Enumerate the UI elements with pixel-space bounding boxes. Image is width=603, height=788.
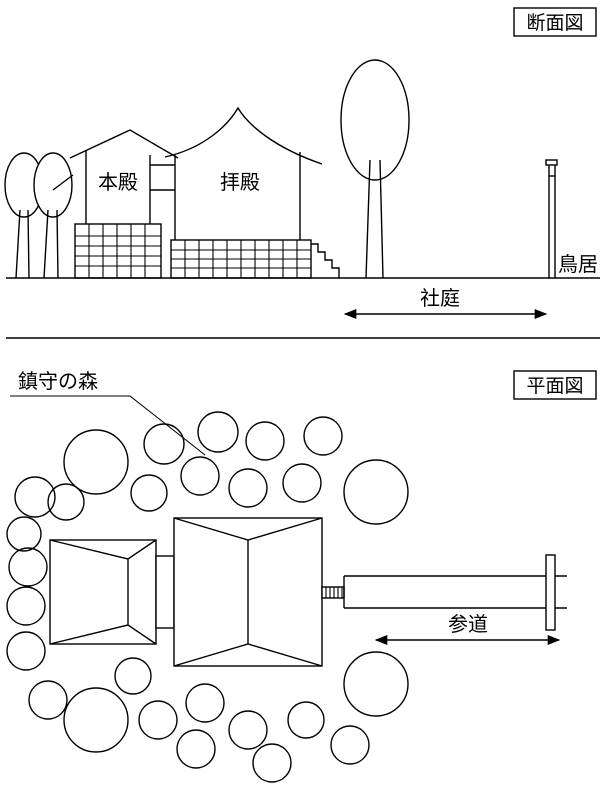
section-view: 断面図 本殿 拝殿 <box>4 7 600 320</box>
section-heading-box: 断面図 <box>513 7 597 37</box>
courtyard-extent: 社庭 <box>343 286 548 320</box>
forest-label-group: 鎮守の森 <box>10 369 206 456</box>
plan-view: 平面図 鎮守の森 <box>6 369 597 783</box>
torii-plan <box>545 554 556 631</box>
worship-hall-label: 拝殿 <box>220 170 260 194</box>
plan-heading: 平面図 <box>526 375 583 397</box>
approach-extent: 参道 <box>374 612 561 646</box>
main-hall-plan <box>49 539 175 645</box>
forest-label: 鎮守の森 <box>18 369 98 393</box>
approach-label: 参道 <box>448 612 488 636</box>
main-hall-section: 本殿 <box>69 129 179 279</box>
section-heading: 断面図 <box>526 12 583 34</box>
left-trees <box>4 152 74 279</box>
courtyard-label: 社庭 <box>420 286 460 310</box>
torii-label: 鳥居 <box>558 252 598 276</box>
main-hall-label: 本殿 <box>98 170 138 194</box>
steps-plan <box>321 586 345 599</box>
plan-heading-box: 平面図 <box>513 370 597 400</box>
worship-hall-plan <box>173 517 323 667</box>
forest-trees <box>6 411 409 783</box>
approach-road <box>343 575 567 609</box>
large-tree <box>340 59 410 279</box>
torii-section: 鳥居 <box>545 159 598 278</box>
worship-hall-section: 拝殿 <box>164 106 340 279</box>
